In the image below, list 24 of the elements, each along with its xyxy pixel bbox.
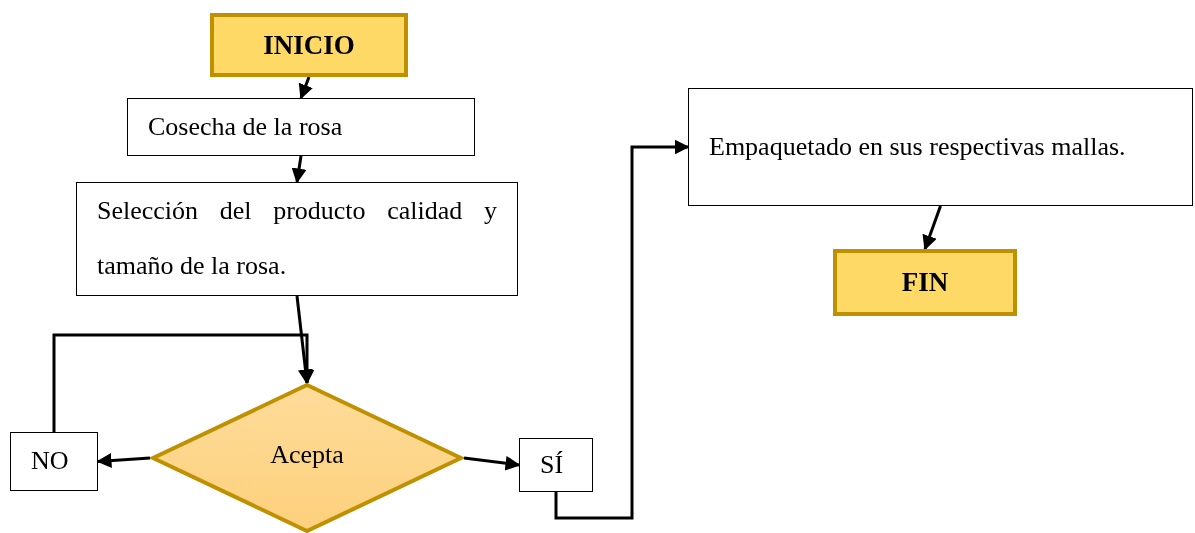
arrow [922,205,942,251]
process-box [688,88,1193,206]
node-text: Cosecha de la rosa [148,110,343,143]
process-box [127,98,475,156]
arrow [52,333,315,432]
terminal-box [210,13,408,77]
node-text: Selección del producto calidad y tamaño de la rosa. [97,195,497,282]
arrow [554,139,690,520]
arrow [298,76,313,100]
decision-diamond [150,383,464,533]
node-text: SÍ [540,448,564,481]
node-text: Empaquetado en sus respectivas mallas. [709,130,1127,163]
node-text: NO [31,445,69,478]
arrow [463,455,521,471]
process-box [10,432,98,491]
terminal-box [833,249,1017,316]
node-text: INICIO [263,28,355,62]
process-box [76,182,518,296]
process-box [519,438,593,492]
node-text: Acepta [270,438,344,471]
arrow [96,453,151,469]
arrow [291,155,307,184]
arrow [295,295,313,385]
node-text: FIN [901,266,949,300]
